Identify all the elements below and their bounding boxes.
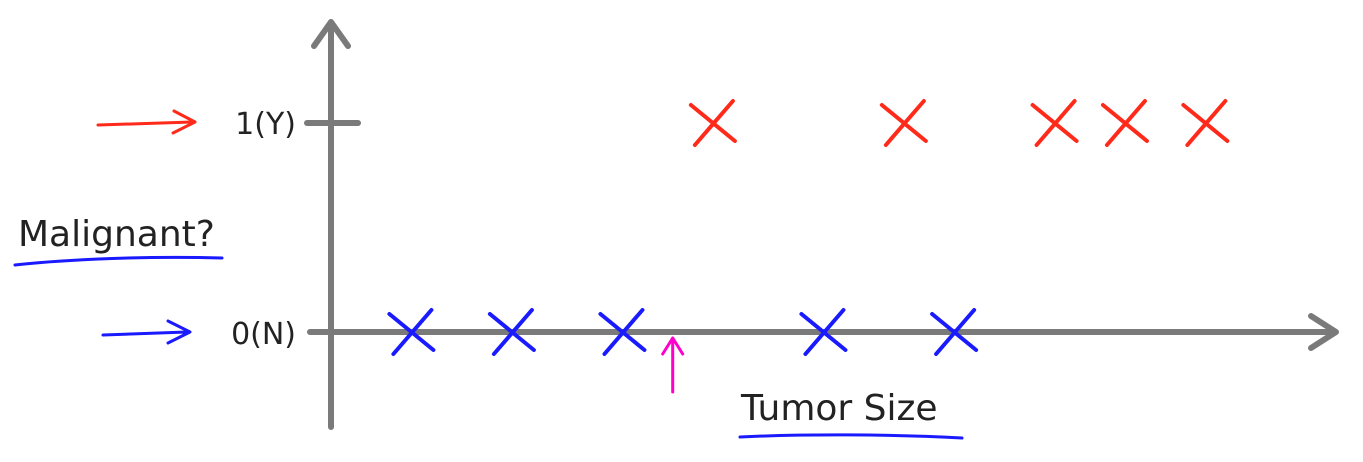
data-point-class-0-3	[598, 308, 647, 356]
y-axis-title-underline	[13, 255, 224, 267]
y-tick-1-pointer-arrow	[96, 109, 197, 135]
data-point-class-0-1	[387, 308, 436, 356]
data-point-class-0-2	[487, 308, 536, 356]
data-point-class-0-5	[930, 308, 979, 356]
data-point-class-1-3	[1030, 99, 1079, 147]
data-point-class-0-4	[799, 308, 848, 356]
data-point-class-1-5	[1181, 99, 1230, 147]
y-axis-arrowhead	[311, 19, 351, 49]
y-axis-title: Malignant?	[18, 214, 215, 255]
y-tick-0-pointer-arrow	[101, 319, 192, 345]
data-point-class-1-1	[688, 99, 737, 147]
y-tick-label-1: 1(Y)	[235, 107, 296, 142]
x-axis-title-underline	[738, 433, 964, 440]
x-axis-title: Tumor Size	[740, 388, 938, 429]
annotations	[661, 336, 685, 394]
annotation-arrow-1	[661, 336, 685, 394]
data-points	[387, 99, 1230, 356]
axes	[304, 19, 1339, 430]
y-tick-label-0: 0(N)	[231, 317, 296, 352]
data-point-class-1-4	[1100, 99, 1149, 147]
x-axis-arrowhead	[1308, 313, 1339, 351]
data-point-class-1-2	[879, 99, 928, 147]
